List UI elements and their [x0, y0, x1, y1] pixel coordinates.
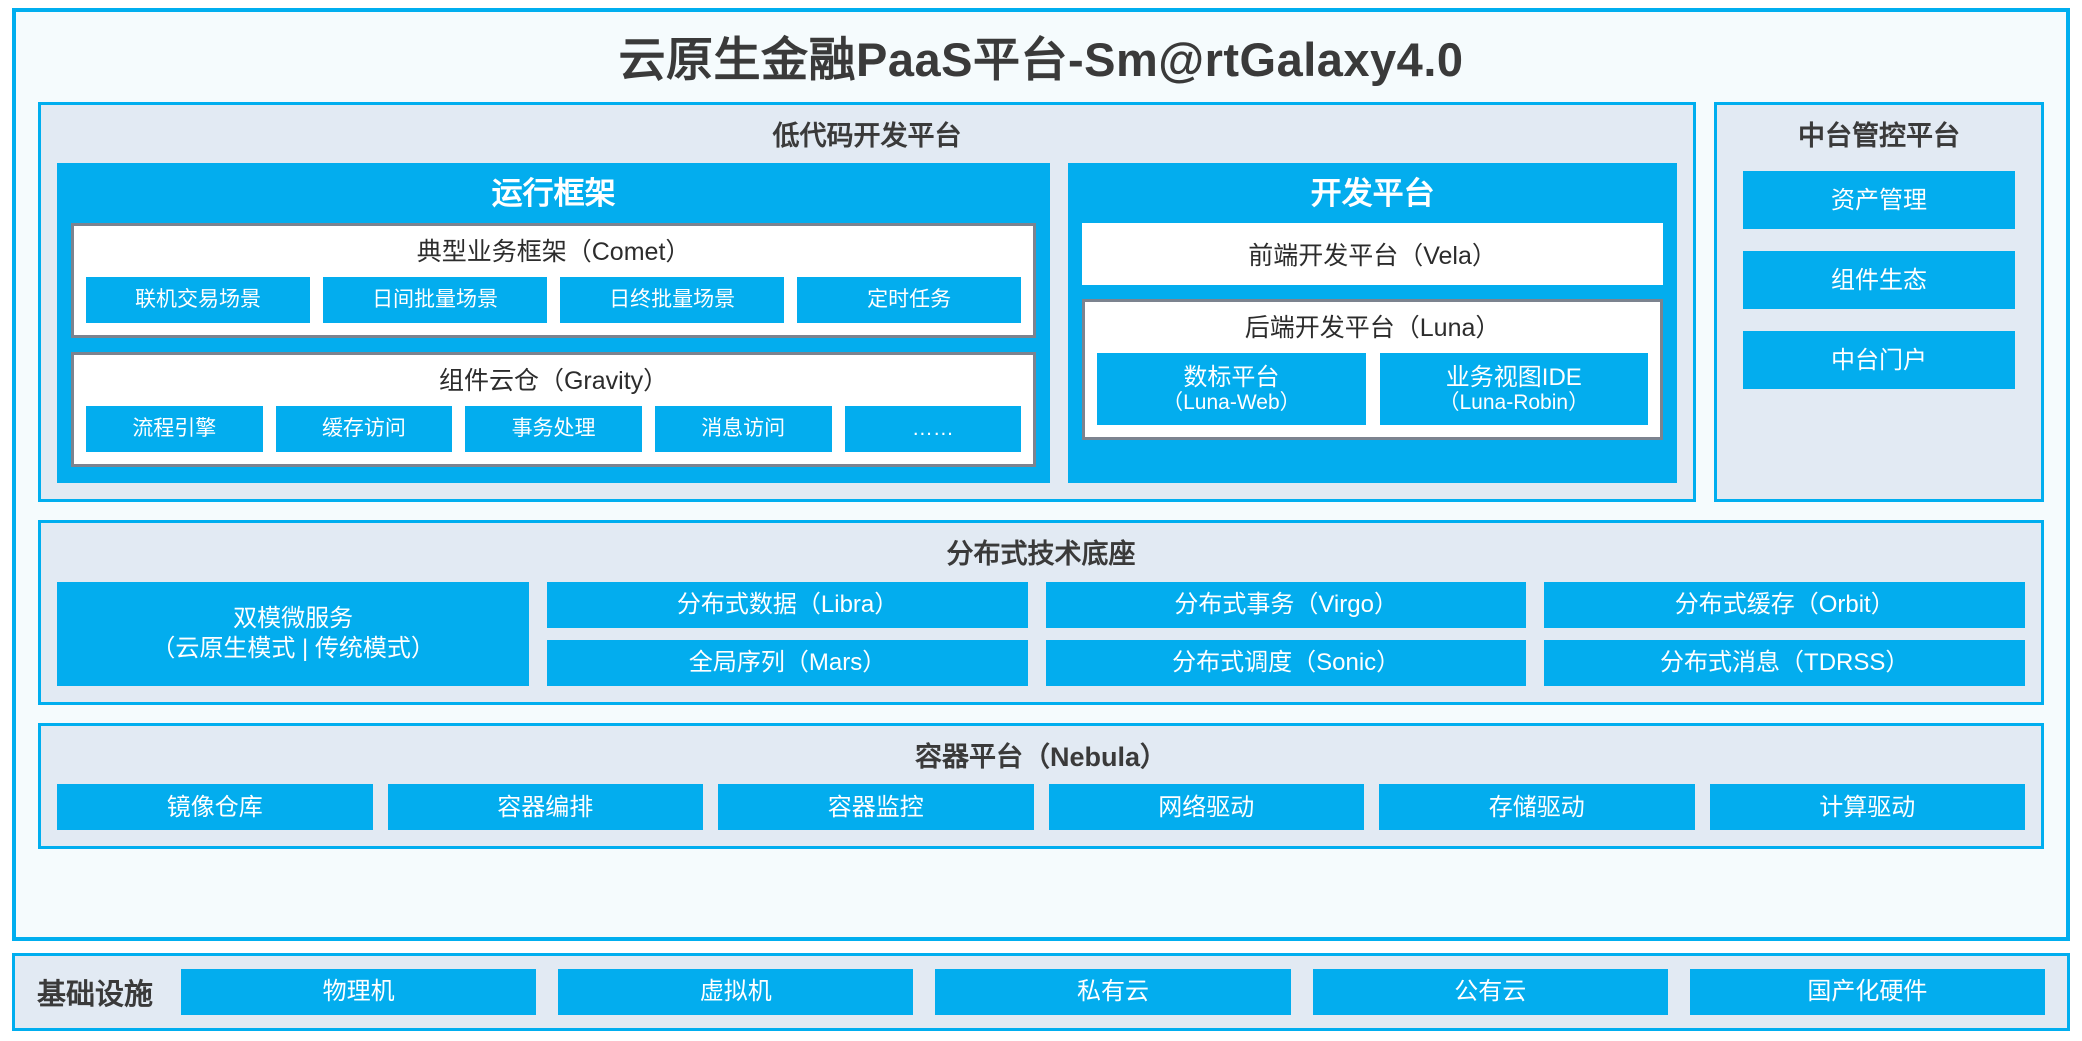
infrastructure-label: 基础设施 [37, 979, 154, 1011]
top-row: 低代码开发平台 运行框架 典型业务框架（Comet） 联机交易场景 日间批量场景… [38, 101, 2044, 502]
base-item-distributed-transaction-virgo[interactable]: 分布式事务（Virgo） [1045, 581, 1527, 628]
base-item-distributed-message-tdrss[interactable]: 分布式消息（TDRSS） [1544, 639, 2025, 686]
page-title: 云原生金融PaaS平台-Sm@rtGalaxy4.0 [618, 33, 1464, 86]
container-platform-panel: 容器平台（Nebula） 镜像仓库 容器编排 容器监控 网络驱动 存储驱动 计算… [38, 722, 2044, 850]
container-item-network-driver[interactable]: 网络驱动 [1048, 784, 1364, 831]
luna-web-name: 数标平台 [1183, 363, 1280, 391]
microservice-modes: （云原生模式 | 传统模式） [151, 634, 435, 662]
development-platform-title: 开发平台 [1310, 176, 1435, 212]
control-item-component-ecosystem[interactable]: 组件生态 [1743, 251, 2015, 310]
microservice-name: 双模微服务 [233, 604, 354, 632]
base-item-dual-mode-microservice[interactable]: 双模微服务 （云原生模式 | 传统模式） [57, 581, 530, 686]
infra-item-domestic-hardware[interactable]: 国产化硬件 [1689, 969, 2046, 1015]
backend-platform-luna-title: 后端开发平台（Luna） [1244, 314, 1501, 343]
base-col-transaction: 分布式事务（Virgo） 分布式调度（Sonic） [1045, 581, 1527, 686]
frontend-platform-vela[interactable]: 前端开发平台（Vela） [1082, 223, 1663, 286]
infrastructure-panel: 基础设施 物理机 虚拟机 私有云 公有云 国产化硬件 [12, 953, 2070, 1031]
comet-tile-row: 联机交易场景 日间批量场景 日终批量场景 定时任务 [86, 277, 1022, 324]
comet-card: 典型业务框架（Comet） 联机交易场景 日间批量场景 日终批量场景 定时任务 [71, 223, 1037, 339]
gravity-item-process-engine[interactable]: 流程引擎 [86, 405, 263, 452]
infra-item-private-cloud[interactable]: 私有云 [935, 969, 1291, 1015]
luna-item-business-view-ide[interactable]: 业务视图IDE （Luna-Robin） [1379, 353, 1648, 426]
distributed-base-grid: 双模微服务 （云原生模式 | 传统模式） 分布式数据（Libra） 全局序列（M… [57, 581, 2025, 686]
lowcode-platform-panel: 低代码开发平台 运行框架 典型业务框架（Comet） 联机交易场景 日间批量场景… [38, 101, 1696, 502]
control-item-asset-management[interactable]: 资产管理 [1743, 171, 2015, 230]
comet-item-scheduled-task[interactable]: 定时任务 [797, 277, 1022, 324]
runtime-framework-box: 运行框架 典型业务框架（Comet） 联机交易场景 日间批量场景 日终批量场景 … [57, 163, 1051, 483]
infra-item-public-cloud[interactable]: 公有云 [1312, 969, 1668, 1015]
gravity-item-transaction-processing[interactable]: 事务处理 [465, 405, 642, 452]
container-item-monitoring[interactable]: 容器监控 [718, 784, 1034, 831]
luna-item-data-standard-platform[interactable]: 数标平台 （Luna-Web） [1097, 353, 1366, 426]
control-platform-panel: 中台管控平台 资产管理 组件生态 中台门户 [1714, 101, 2044, 502]
control-platform-title: 中台管控平台 [1798, 120, 1960, 151]
luna-tile-row: 数标平台 （Luna-Web） 业务视图IDE （Luna-Robin） [1097, 353, 1648, 426]
gravity-title: 组件云仓（Gravity） [438, 367, 669, 396]
luna-robin-name: 业务视图IDE [1445, 363, 1582, 391]
base-col-data: 分布式数据（Libra） 全局序列（Mars） [547, 581, 1028, 686]
base-item-distributed-data-libra[interactable]: 分布式数据（Libra） [547, 581, 1028, 628]
distributed-base-panel: 分布式技术底座 双模微服务 （云原生模式 | 传统模式） 分布式数据（Libra… [38, 519, 2044, 705]
luna-robin-code: （Luna-Robin） [1438, 390, 1590, 414]
gravity-item-more[interactable]: …… [844, 405, 1022, 452]
base-item-distributed-schedule-sonic[interactable]: 分布式调度（Sonic） [1045, 639, 1527, 686]
base-col-cache: 分布式缓存（Orbit） 分布式消息（TDRSS） [1544, 581, 2025, 686]
distributed-base-title: 分布式技术底座 [946, 538, 1136, 569]
container-item-orchestration[interactable]: 容器编排 [387, 784, 703, 831]
lowcode-inner: 运行框架 典型业务框架（Comet） 联机交易场景 日间批量场景 日终批量场景 … [57, 163, 1677, 483]
base-item-distributed-cache-orbit[interactable]: 分布式缓存（Orbit） [1544, 581, 2025, 628]
base-item-global-sequence-mars[interactable]: 全局序列（Mars） [547, 639, 1028, 686]
comet-item-intraday-batch[interactable]: 日间批量场景 [323, 277, 548, 324]
gravity-item-cache-access[interactable]: 缓存访问 [275, 405, 453, 452]
luna-web-code: （Luna-Web） [1162, 390, 1301, 414]
infra-item-physical-machine[interactable]: 物理机 [181, 969, 537, 1015]
gravity-card: 组件云仓（Gravity） 流程引擎 缓存访问 事务处理 消息访问 …… [71, 352, 1037, 467]
control-item-portal[interactable]: 中台门户 [1743, 331, 2015, 390]
base-col-microservice: 双模微服务 （云原生模式 | 传统模式） [57, 581, 530, 686]
control-platform-tiles: 资产管理 组件生态 中台门户 [1733, 163, 2025, 390]
lowcode-platform-title: 低代码开发平台 [772, 120, 962, 151]
comet-item-eod-batch[interactable]: 日终批量场景 [560, 277, 785, 324]
main-frame: 云原生金融PaaS平台-Sm@rtGalaxy4.0 低代码开发平台 运行框架 … [12, 8, 2070, 941]
infrastructure-tiles: 物理机 虚拟机 私有云 公有云 国产化硬件 [181, 969, 2046, 1015]
container-item-storage-driver[interactable]: 存储驱动 [1379, 784, 1695, 831]
development-platform-box: 开发平台 前端开发平台（Vela） 后端开发平台（Luna） 数标平台 （Lun… [1068, 163, 1677, 483]
gravity-tile-row: 流程引擎 缓存访问 事务处理 消息访问 …… [86, 405, 1022, 452]
gravity-item-message-access[interactable]: 消息访问 [654, 405, 832, 452]
container-platform-title: 容器平台（Nebula） [914, 741, 1168, 772]
comet-title: 典型业务框架（Comet） [416, 238, 691, 267]
comet-item-online-transaction[interactable]: 联机交易场景 [86, 277, 311, 324]
backend-platform-luna-card: 后端开发平台（Luna） 数标平台 （Luna-Web） 业务视图IDE （Lu… [1082, 299, 1663, 441]
infra-item-virtual-machine[interactable]: 虚拟机 [558, 969, 914, 1015]
runtime-framework-title: 运行框架 [491, 176, 616, 212]
container-platform-tiles: 镜像仓库 容器编排 容器监控 网络驱动 存储驱动 计算驱动 [57, 784, 2025, 831]
container-item-image-registry[interactable]: 镜像仓库 [57, 784, 373, 831]
container-item-compute-driver[interactable]: 计算驱动 [1709, 784, 2025, 831]
